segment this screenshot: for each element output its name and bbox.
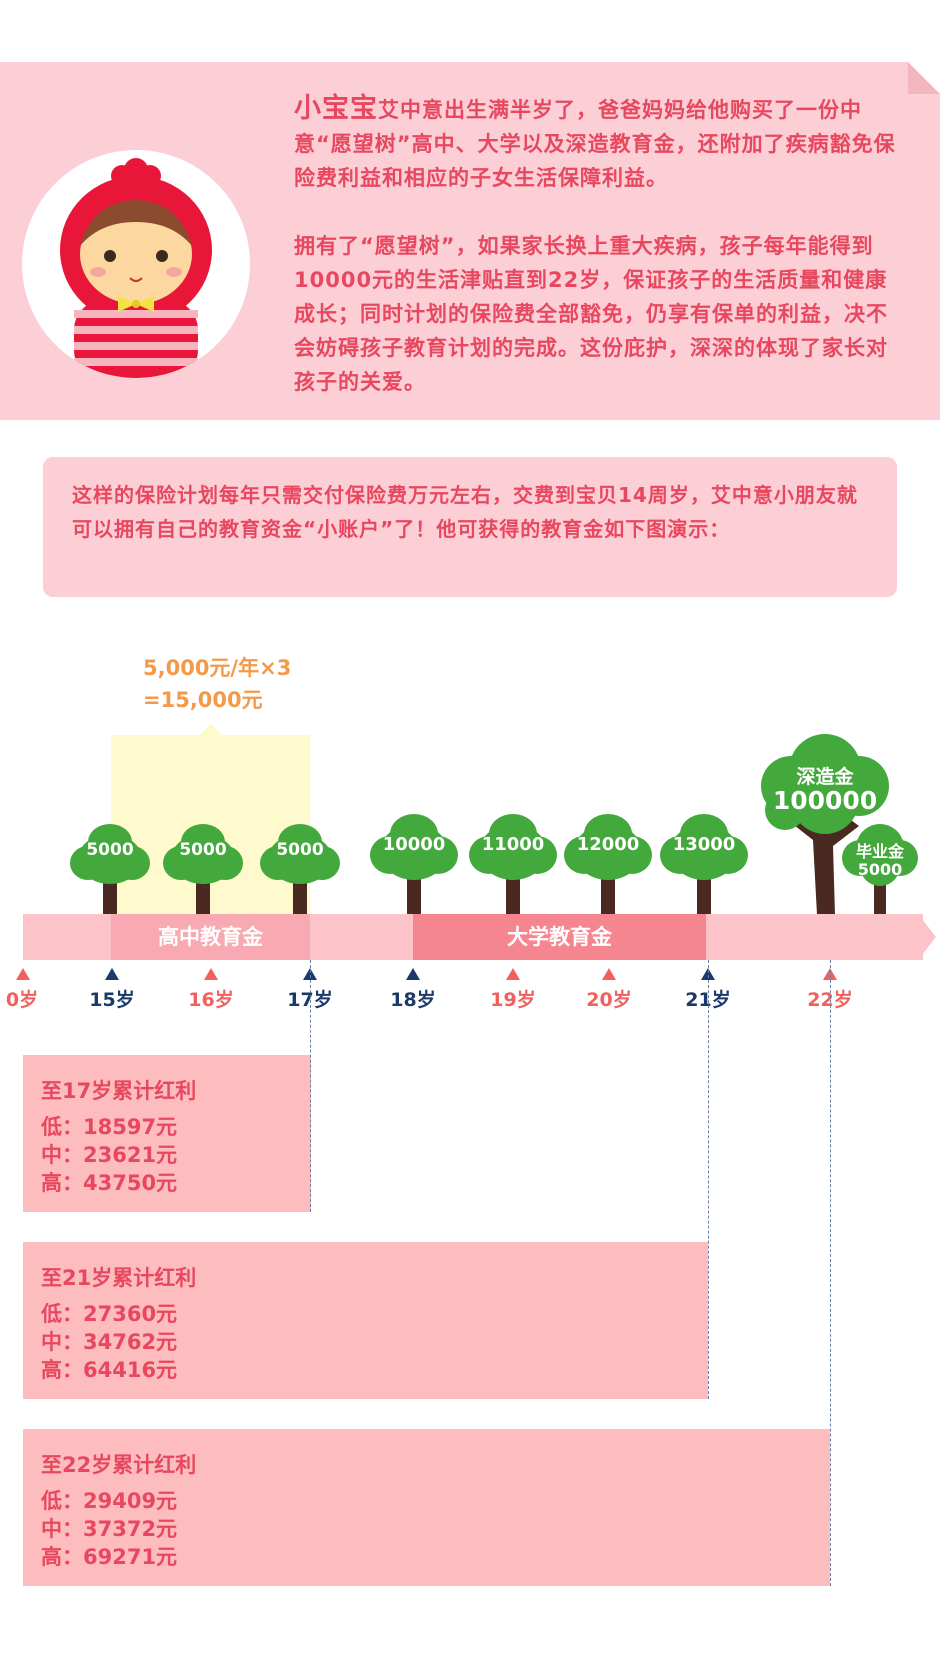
age-label: 18岁	[390, 989, 436, 1011]
bonus-low: 低：27360元	[41, 1302, 178, 1326]
child-illustration-icon	[60, 158, 212, 378]
age-label: 21岁	[685, 989, 731, 1011]
graduation-tree: 毕业金 5000	[840, 820, 920, 915]
connector-17	[310, 960, 311, 1212]
tree-uni-20: 12000	[563, 814, 653, 914]
advanced-study-tree: 深造金 100000	[755, 730, 895, 915]
bonus-title: 至21岁累计红利	[41, 1266, 197, 1290]
bonus-high: 高：69271元	[41, 1545, 178, 1569]
band-high-school: 高中教育金	[111, 914, 310, 960]
age-label: 0岁	[5, 989, 39, 1011]
tick-marker	[506, 968, 520, 980]
tree-value: 13000	[672, 834, 736, 855]
band-university: 大学教育金	[413, 914, 706, 960]
advanced-value: 100000	[772, 786, 878, 815]
tree-hs-16: 5000	[158, 824, 248, 914]
timeline-arrow-icon	[918, 914, 936, 960]
bonus-box-17: 至17岁累计红利 低：18597元 中：23621元 高：43750元	[23, 1055, 311, 1212]
bonus-mid: 中：37372元	[41, 1517, 178, 1541]
bonus-low: 低：29409元	[41, 1489, 178, 1513]
bonus-box-21: 至21岁累计红利 低：27360元 中：34762元 高：64416元	[23, 1242, 708, 1399]
tree-value: 10000	[382, 834, 446, 855]
bonus-box-22: 至22岁累计红利 低：29409元 中：37372元 高：69271元	[23, 1429, 830, 1586]
graduation-value: 5000	[857, 860, 903, 879]
age-label: 20岁	[586, 989, 632, 1011]
bonus-title: 至22岁累计红利	[41, 1453, 197, 1477]
age-label: 22岁	[807, 989, 853, 1011]
connector-22	[830, 960, 831, 1586]
bonus-low: 低：18597元	[41, 1115, 178, 1139]
bonus-title: 至17岁累计红利	[41, 1079, 197, 1103]
tree-uni-19: 11000	[468, 814, 558, 914]
tick-marker	[406, 968, 420, 980]
tree-uni-21: 13000	[659, 814, 749, 914]
tree-value: 5000	[179, 840, 227, 860]
note-text: 这样的保险计划每年只需交付保险费万元左右，交费到宝贝14周岁，艾中意小朋友就可以…	[72, 483, 858, 541]
tick-marker	[602, 968, 616, 980]
bonus-high: 高：64416元	[41, 1358, 178, 1382]
intro-highlight: 小宝宝	[294, 93, 378, 124]
tree-value: 12000	[576, 834, 640, 855]
tree-value: 11000	[481, 834, 545, 855]
bonus-mid: 中：23621元	[41, 1143, 178, 1167]
tick-marker	[16, 968, 30, 980]
tree-value: 5000	[86, 840, 134, 860]
age-label: 17岁	[287, 989, 333, 1011]
big-tree-icon	[761, 734, 889, 915]
tree-hs-15: 5000	[65, 824, 155, 914]
tree-hs-17: 5000	[255, 824, 345, 914]
note-box	[43, 457, 897, 597]
bonus-mid: 中：34762元	[41, 1330, 178, 1354]
intro-paragraph-1: 小宝宝艾中意出生满半岁了，爸爸妈妈给他购买了一份中意“愿望树”高中、大学以及深造…	[294, 92, 904, 195]
graduation-label: 毕业金	[855, 842, 904, 861]
intro-text: 小宝宝艾中意出生满半岁了，爸爸妈妈给他购买了一份中意“愿望树”高中、大学以及深造…	[294, 92, 904, 399]
intro-paragraph-1-rest: 艾中意出生满半岁了，爸爸妈妈给他购买了一份中意“愿望树”高中、大学以及深造教育金…	[294, 98, 896, 190]
child-avatar	[22, 150, 250, 378]
tree-value: 5000	[276, 840, 324, 860]
intro-paragraph-2: 拥有了“愿望树”，如果家长换上重大疾病，孩子每年能得到10000元的生活津贴直到…	[294, 234, 888, 394]
page-fold-corner	[908, 62, 940, 94]
tick-marker	[204, 968, 218, 980]
age-label: 19岁	[490, 989, 536, 1011]
age-label: 15岁	[89, 989, 135, 1011]
tick-marker	[105, 968, 119, 980]
bonus-high: 高：43750元	[41, 1171, 178, 1195]
advanced-label: 深造金	[796, 766, 854, 788]
connector-21	[708, 960, 709, 1399]
high-school-formula: 5,000元/年×3 =15,000元	[143, 656, 292, 712]
age-label: 16岁	[188, 989, 234, 1011]
tree-uni-18: 10000	[369, 814, 459, 914]
graduation-tree-icon	[842, 824, 918, 915]
formula-pointer	[200, 724, 222, 735]
